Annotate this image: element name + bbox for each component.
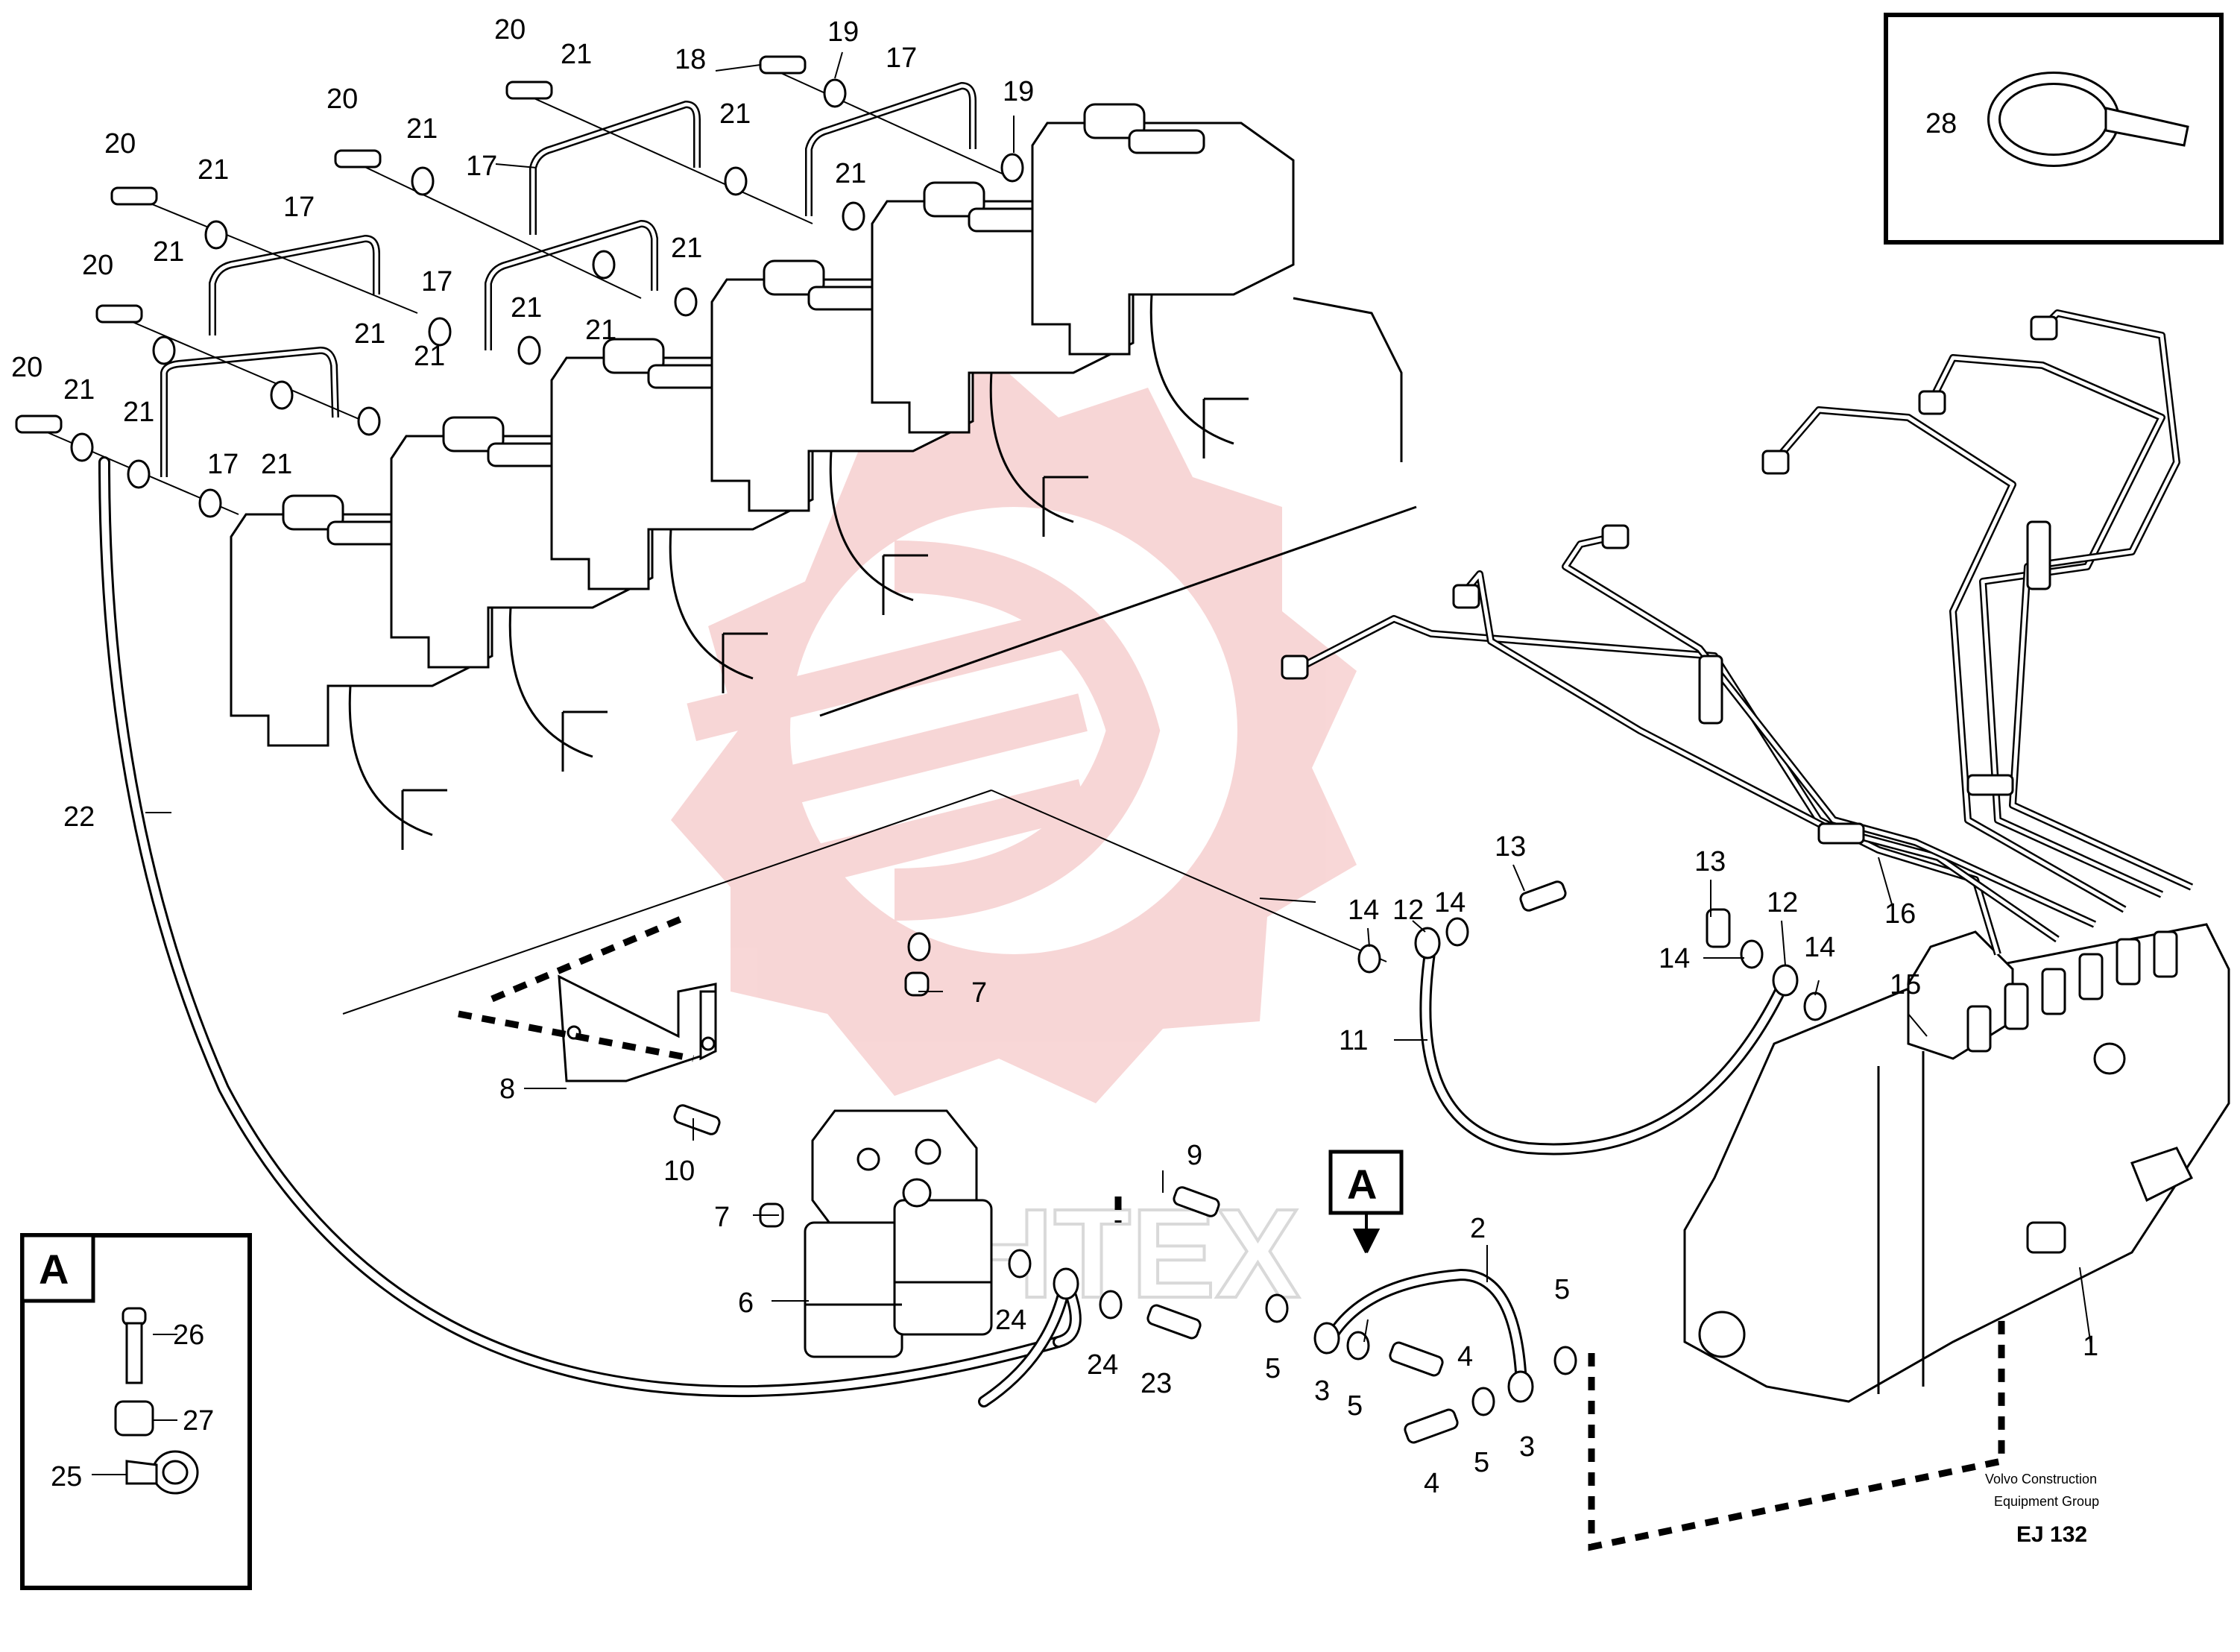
drawing-code: EJ 132 bbox=[2016, 1522, 2087, 1547]
callout-5: 5 bbox=[1347, 1390, 1363, 1422]
callout-28: 28 bbox=[1925, 108, 1957, 139]
leak-off-pipes bbox=[160, 82, 977, 477]
credit-line-2: Equipment Group bbox=[1994, 1494, 2099, 1509]
callout-21: 21 bbox=[63, 374, 95, 406]
callout-21: 21 bbox=[261, 449, 292, 480]
callout-17: 17 bbox=[207, 449, 239, 480]
washers-21 bbox=[70, 78, 1024, 518]
callout-22: 22 bbox=[63, 801, 95, 833]
callout-17: 17 bbox=[421, 266, 452, 297]
callout-6: 6 bbox=[738, 1287, 754, 1319]
callout-23: 23 bbox=[1140, 1368, 1172, 1399]
callout-7: 7 bbox=[971, 977, 987, 1009]
washers-misc bbox=[907, 917, 1827, 1416]
callout-21: 21 bbox=[835, 158, 866, 189]
callout-13: 13 bbox=[1694, 846, 1726, 877]
callout-1: 1 bbox=[2083, 1331, 2098, 1362]
callout-21: 21 bbox=[561, 39, 592, 70]
callout-11: 11 bbox=[1339, 1025, 1368, 1056]
callout-10: 10 bbox=[663, 1156, 695, 1187]
callout-9: 9 bbox=[1187, 1140, 1202, 1171]
hose-24 bbox=[978, 1276, 1072, 1407]
bracket-8 bbox=[458, 913, 717, 1082]
callout-17: 17 bbox=[466, 151, 497, 182]
callout-5: 5 bbox=[1554, 1274, 1570, 1305]
callout-21: 21 bbox=[414, 341, 445, 372]
fuel-filter-6 bbox=[804, 1109, 993, 1358]
callout-21: 21 bbox=[511, 292, 542, 324]
spacer-27 bbox=[114, 1400, 154, 1437]
callout-14: 14 bbox=[1804, 932, 1835, 963]
callout-3: 3 bbox=[1519, 1431, 1535, 1463]
callout-5: 5 bbox=[1474, 1447, 1489, 1478]
cylinder-head bbox=[1031, 103, 1295, 458]
callout-16: 16 bbox=[1884, 898, 1916, 930]
hose-2 bbox=[1325, 1268, 1527, 1378]
callout-24: 24 bbox=[1087, 1349, 1118, 1381]
callout-26: 26 bbox=[173, 1320, 204, 1351]
callout-20: 20 bbox=[326, 83, 358, 115]
injection-pump-1 bbox=[1683, 923, 2230, 1403]
clamp-25 bbox=[125, 1450, 199, 1495]
callout-17: 17 bbox=[283, 192, 315, 223]
callout-numbers: 1 2 3 3 4 4 5 5 5 5 6 7 7 8 9 10 11 12 1… bbox=[11, 14, 2098, 1499]
callout-21: 21 bbox=[406, 113, 438, 145]
credit-line-1: Volvo Construction bbox=[1985, 1472, 2097, 1487]
callout-14: 14 bbox=[1348, 895, 1379, 926]
callout-21: 21 bbox=[153, 236, 184, 268]
callout-24: 24 bbox=[995, 1305, 1026, 1336]
delivery-pipes-16 bbox=[1281, 309, 2194, 956]
callout-27: 27 bbox=[183, 1405, 214, 1437]
callout-14: 14 bbox=[1434, 887, 1466, 918]
callout-4: 4 bbox=[1457, 1341, 1473, 1372]
callout-20: 20 bbox=[82, 250, 113, 281]
callout-21: 21 bbox=[671, 233, 702, 264]
callout-13: 13 bbox=[1495, 831, 1526, 863]
callout-15: 15 bbox=[1890, 969, 1921, 1000]
callout-2: 2 bbox=[1470, 1213, 1486, 1244]
inset-detail-a: A bbox=[20, 1233, 252, 1590]
title-block: Volvo Construction Equipment Group EJ 13… bbox=[1985, 1472, 2099, 1547]
bolt-26 bbox=[122, 1307, 147, 1384]
detail-flag-a-label: A bbox=[1347, 1161, 1377, 1208]
watermark-logo bbox=[671, 358, 1357, 1103]
callout-14: 14 bbox=[1659, 943, 1690, 974]
callout-12: 12 bbox=[1767, 887, 1798, 918]
hose-11 bbox=[1419, 937, 1791, 1156]
callout-25: 25 bbox=[51, 1461, 82, 1492]
callout-21: 21 bbox=[719, 98, 751, 130]
callout-12: 12 bbox=[1392, 895, 1424, 926]
callout-17: 17 bbox=[886, 42, 917, 74]
inset-label-a: A bbox=[39, 1246, 69, 1293]
callout-8: 8 bbox=[499, 1074, 515, 1105]
callout-20: 20 bbox=[104, 128, 136, 160]
callout-20: 20 bbox=[494, 14, 526, 45]
callout-21: 21 bbox=[198, 154, 229, 186]
pump-delivery-valves bbox=[1966, 930, 2178, 1053]
callout-19: 19 bbox=[827, 16, 859, 48]
callout-21: 21 bbox=[123, 397, 154, 428]
detail-flag-a: A bbox=[1328, 1150, 1404, 1253]
cylinder-head-row bbox=[230, 103, 1417, 850]
callout-4: 4 bbox=[1424, 1468, 1439, 1499]
callout-3: 3 bbox=[1314, 1375, 1330, 1407]
callout-20: 20 bbox=[11, 352, 42, 383]
callout-19: 19 bbox=[1003, 76, 1034, 107]
callout-21: 21 bbox=[585, 315, 616, 346]
cable-tie-28 bbox=[1987, 72, 2189, 167]
callout-21: 21 bbox=[354, 318, 385, 350]
callout-18: 18 bbox=[675, 44, 706, 75]
banjo-bolts-20 bbox=[15, 55, 807, 434]
leader-lines bbox=[145, 51, 2092, 1346]
callout-5: 5 bbox=[1265, 1353, 1281, 1384]
callout-7: 7 bbox=[714, 1202, 730, 1233]
inset-cable-tie bbox=[1884, 13, 2224, 245]
